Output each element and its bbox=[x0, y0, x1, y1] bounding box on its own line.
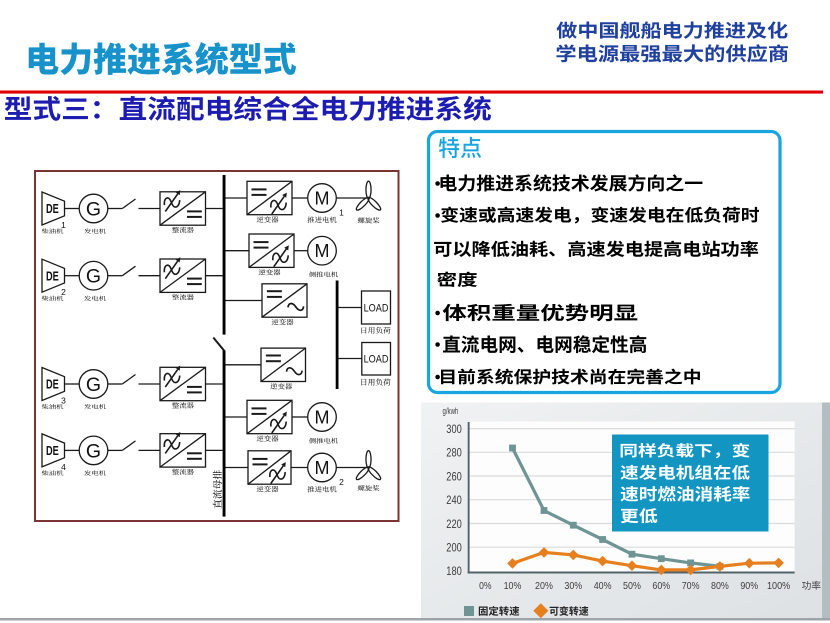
svg-text:M: M bbox=[315, 241, 330, 261]
svg-text:1: 1 bbox=[339, 208, 344, 218]
svg-text:280: 280 bbox=[446, 446, 462, 460]
svg-text:1: 1 bbox=[61, 220, 66, 230]
svg-text:G: G bbox=[86, 198, 101, 220]
svg-text:10%: 10% bbox=[504, 581, 522, 592]
svg-text:2: 2 bbox=[339, 477, 344, 487]
svg-text:220: 220 bbox=[446, 517, 462, 531]
svg-text:M: M bbox=[315, 407, 330, 427]
svg-text:G: G bbox=[86, 266, 101, 288]
svg-text:300: 300 bbox=[446, 422, 462, 436]
svg-text:M: M bbox=[315, 458, 330, 478]
svg-text:90%: 90% bbox=[740, 581, 758, 592]
svg-text:3: 3 bbox=[61, 396, 66, 406]
svg-text:70%: 70% bbox=[682, 581, 700, 592]
svg-text:260: 260 bbox=[446, 469, 462, 483]
svg-text:50%: 50% bbox=[623, 581, 641, 592]
svg-text:DE: DE bbox=[46, 202, 59, 216]
svg-text:LOAD: LOAD bbox=[364, 302, 389, 314]
svg-text:LOAD: LOAD bbox=[364, 354, 389, 366]
svg-text:G: G bbox=[86, 440, 101, 462]
svg-text:2: 2 bbox=[61, 287, 66, 297]
svg-text:DE: DE bbox=[46, 378, 59, 392]
svg-text:DE: DE bbox=[46, 269, 59, 283]
svg-text:180: 180 bbox=[446, 564, 462, 578]
svg-text:60%: 60% bbox=[652, 581, 670, 592]
svg-text:DE: DE bbox=[46, 444, 59, 458]
svg-text:M: M bbox=[315, 188, 330, 208]
svg-text:0%: 0% bbox=[479, 581, 491, 592]
svg-text:4: 4 bbox=[61, 462, 66, 472]
svg-text:g/kwh: g/kwh bbox=[443, 406, 459, 416]
svg-text:G: G bbox=[86, 374, 101, 396]
svg-text:80%: 80% bbox=[711, 581, 729, 592]
svg-text:40%: 40% bbox=[594, 581, 612, 592]
svg-text:100%: 100% bbox=[767, 581, 790, 592]
svg-text:240: 240 bbox=[446, 493, 462, 507]
svg-text:20%: 20% bbox=[535, 581, 553, 592]
svg-text:30%: 30% bbox=[564, 581, 582, 592]
svg-text:200: 200 bbox=[446, 540, 462, 554]
